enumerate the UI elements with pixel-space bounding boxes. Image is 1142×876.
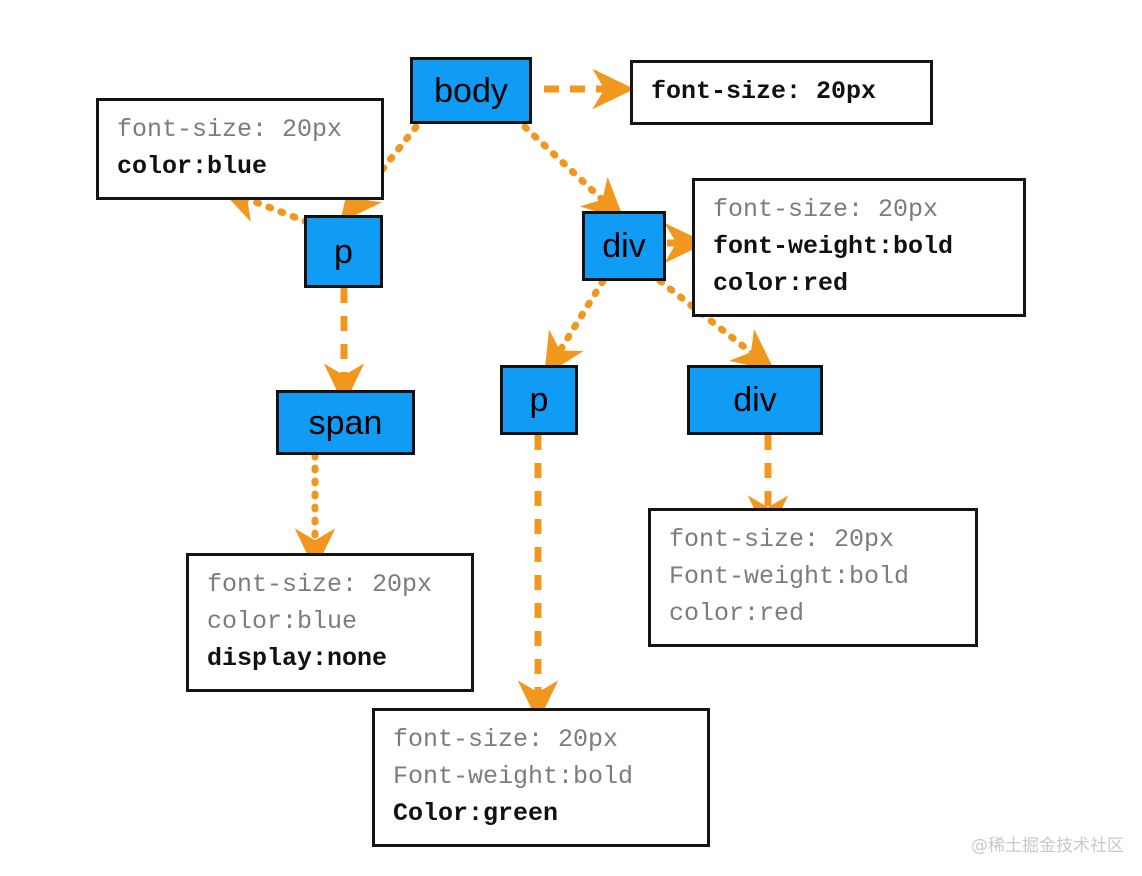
note-p-left-line-2: color:blue: [117, 152, 268, 181]
watermark: @稀土掘金技术社区: [971, 836, 1124, 856]
edge-div-right-to-p-mid: [544, 277, 607, 377]
node-p-mid[interactable]: p: [500, 365, 578, 435]
note-div-lower-line-3: color:red: [669, 599, 805, 628]
node-body[interactable]: body: [410, 57, 532, 124]
note-p-left: font-size: 20px color:blue: [96, 98, 384, 200]
node-p-left[interactable]: p: [304, 215, 383, 288]
node-body-label: body: [434, 71, 508, 110]
node-div-right-label: div: [602, 227, 646, 265]
node-div-right[interactable]: div: [582, 211, 666, 281]
note-div-right-line-3: color:red: [713, 269, 849, 298]
note-div-right-line-1: font-size: 20px: [713, 195, 939, 224]
note-p-mid-line-1: font-size: 20px: [393, 725, 619, 754]
node-span-label: span: [308, 403, 383, 442]
node-p-left-label: p: [334, 232, 353, 271]
note-span-line-3: display:none: [207, 644, 388, 673]
note-div-lower-line-2: Font-weight:bold: [669, 562, 910, 591]
note-body-line-1: font-size: 20px: [651, 77, 877, 106]
note-div-right-line-2: font-weight:bold: [713, 232, 954, 261]
note-p-mid-line-3: Color:green: [393, 799, 559, 828]
note-p-mid: font-size: 20px Font-weight:bold Color:g…: [372, 708, 710, 847]
note-span: font-size: 20px color:blue display:none: [186, 553, 474, 692]
note-span-line-2: color:blue: [207, 607, 358, 636]
note-p-left-line-1: font-size: 20px: [117, 115, 343, 144]
node-div-lower[interactable]: div: [687, 365, 823, 435]
node-div-lower-label: div: [733, 381, 777, 419]
note-div-right: font-size: 20px font-weight:bold color:r…: [692, 178, 1026, 317]
note-span-line-1: font-size: 20px: [207, 570, 433, 599]
note-div-lower: font-size: 20px Font-weight:bold color:r…: [648, 508, 978, 647]
note-div-lower-line-1: font-size: 20px: [669, 525, 895, 554]
node-span[interactable]: span: [276, 390, 415, 455]
note-body: font-size: 20px: [630, 60, 933, 125]
edge-body-to-div-right: [521, 123, 625, 221]
note-p-mid-line-2: Font-weight:bold: [393, 762, 634, 791]
node-p-mid-label: p: [529, 381, 549, 419]
